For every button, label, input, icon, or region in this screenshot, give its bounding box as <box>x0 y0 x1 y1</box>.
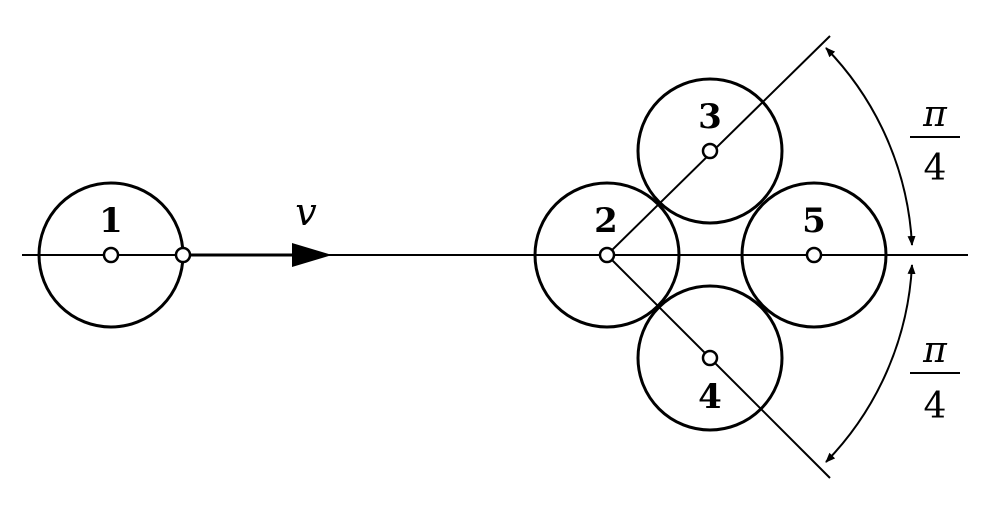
ball-2-label: 2 <box>594 201 618 241</box>
lower-angle-numerator: π <box>922 330 948 371</box>
ball-3-center <box>701 142 719 160</box>
lower-diagonal-line <box>606 254 831 479</box>
ball-4 <box>636 284 784 432</box>
ball-3-label: 3 <box>698 97 722 137</box>
upper-diagonal-line <box>606 35 831 256</box>
upper-angle-denominator: 4 <box>924 148 947 189</box>
upper-angle-numerator: π <box>922 94 948 135</box>
ball-5-label: 5 <box>802 201 826 241</box>
ball-2-center <box>598 246 616 264</box>
lower-angle-denominator: 4 <box>924 386 947 427</box>
ball-1-contact-point <box>174 246 192 264</box>
ball-2 <box>533 181 681 329</box>
lower-angle-arc <box>825 264 916 463</box>
ball-4-label: 4 <box>698 377 722 417</box>
ball-3 <box>636 77 784 225</box>
ball-5 <box>740 181 888 329</box>
ball-5-center <box>805 246 823 264</box>
velocity-label: v <box>295 190 317 234</box>
velocity-arrowhead <box>292 243 332 267</box>
ball-1-center <box>102 246 120 264</box>
upper-angle-arc <box>825 47 916 246</box>
ball-4-center <box>701 349 719 367</box>
ball-1-label: 1 <box>99 201 123 241</box>
